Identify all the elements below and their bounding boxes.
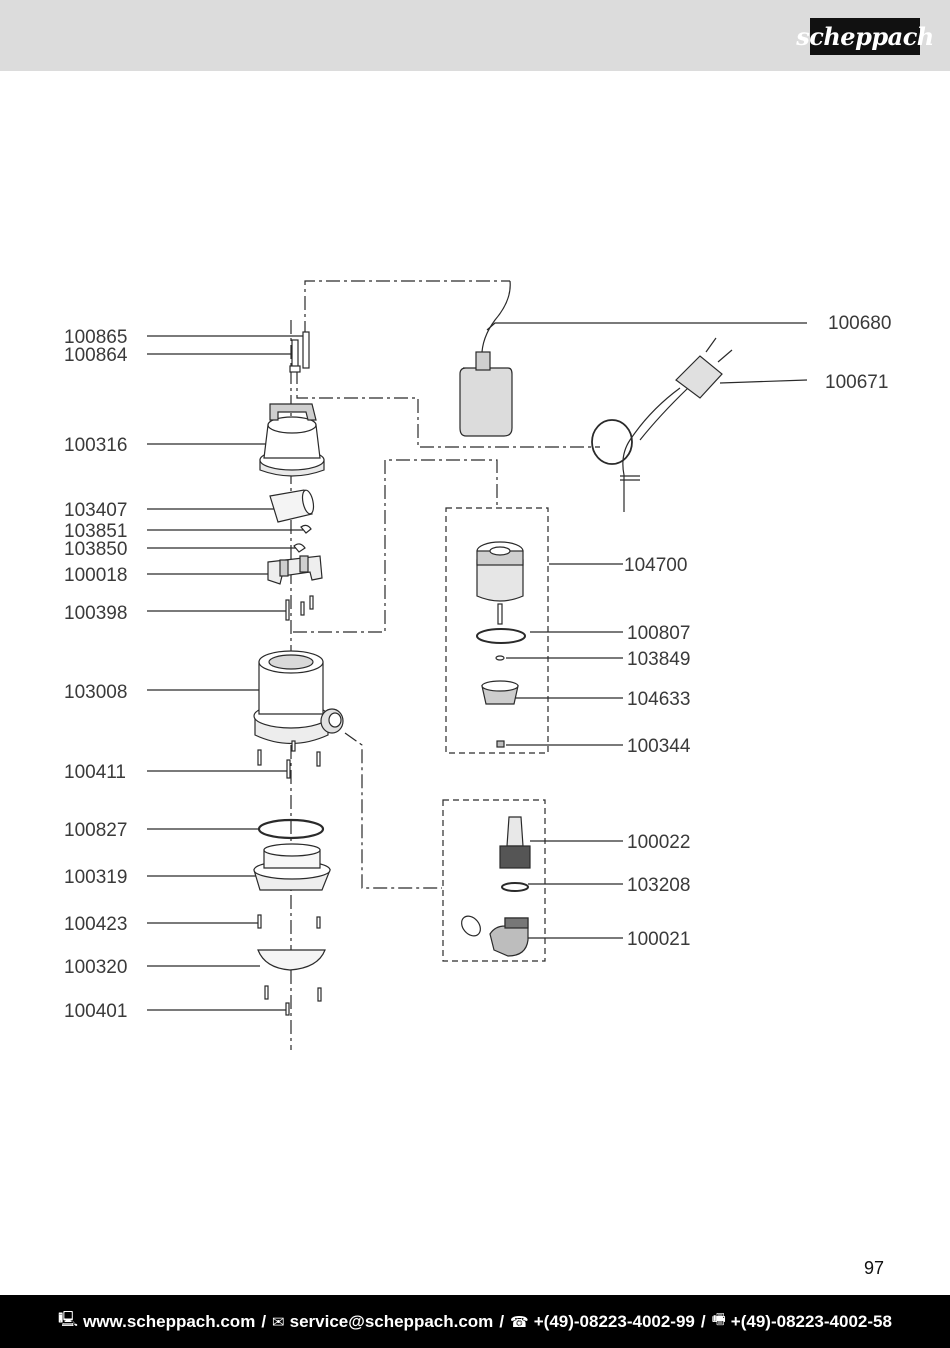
screw-set [257,740,321,779]
part-number-label: 103850 [64,539,127,560]
screw-part [257,914,262,929]
part-number-label: 103849 [627,649,690,670]
hose-connector-part [499,816,531,869]
computer-icon: 🖳 [58,1310,79,1328]
part-number-label: 100320 [64,957,127,978]
outlet-path-line [344,732,442,889]
part-number-label: 100401 [64,1001,127,1022]
washer-part [495,655,505,661]
fittings-group-box [442,799,546,962]
footer-separator: / [700,1311,706,1331]
email-link[interactable]: service@scheppach.com [289,1311,494,1331]
footer-separator: / [261,1311,267,1331]
nut-part [496,740,505,748]
part-number-label: 100022 [627,832,690,853]
part-number-label: 100316 [64,435,127,456]
part-number-label: 100807 [627,623,690,644]
mail-icon: ✉ [272,1312,285,1331]
header-band [0,0,950,71]
part-number-label: 103407 [64,500,127,521]
scheppach-logo: scheppach [796,18,934,55]
screw-part [316,916,321,929]
logo-text: scheppach [796,22,934,51]
part-number-label: 100344 [627,736,691,757]
footer-contact-bar: 🖳 www.scheppach.com / ✉ service@scheppac… [0,1295,950,1348]
o-ring-part [476,628,526,644]
gasket-part [501,882,529,892]
part-number-label: 100411 [64,762,126,783]
o-ring-part [257,818,325,840]
phone-icon: ☎ [510,1312,529,1331]
part-number-label: 100398 [64,603,127,624]
sleeve-part [269,489,315,523]
screw-part [285,1002,290,1016]
float-switch-part [459,280,513,437]
fax-number: +(49)-08223-4002-58 [730,1311,892,1331]
cable-path-line [304,280,510,335]
handle-cover-part [259,403,325,477]
motor-path-line [293,459,498,633]
part-number-label: 100827 [64,820,127,841]
clip-part [300,524,312,534]
screw-part [264,985,269,1000]
pump-housing-part [253,650,344,744]
fax-icon: 🖷 [711,1310,726,1328]
part-number-label: 100018 [64,565,127,586]
base-plate-part [257,949,326,971]
part-number-label: 100021 [627,929,690,950]
part-number-label: 100865 [64,327,127,348]
cable-path-line [296,370,600,448]
website-link[interactable]: www.scheppach.com [83,1311,256,1331]
part-number-label: 104633 [627,689,690,710]
part-number-label: 103851 [64,521,127,542]
bracket-part [267,555,323,585]
clip-part [293,543,306,553]
part-number-label: 103208 [627,875,690,896]
part-number-label: 100319 [64,867,127,888]
pump-base-part [253,843,331,891]
impeller-part [481,680,519,705]
part-number-label: 100671 [825,372,888,393]
part-number-label: 100680 [828,313,891,334]
part-number-label: 104700 [624,555,687,576]
page-number: 97 [864,1258,885,1278]
motor-part [476,541,524,625]
footer-separator: / [499,1311,505,1331]
part-number-label: 103008 [64,682,127,703]
plug-cable-part [591,337,733,512]
elbow-fitting-part [461,915,529,957]
part-number-label: 100423 [64,914,127,935]
phone-number: +(49)-08223-4002-99 [533,1311,695,1331]
screw-part [317,987,322,1002]
cable-gland-pins [289,331,310,373]
part-number-label: 100864 [64,345,128,366]
screw-set [285,595,314,621]
motor-group-box [445,507,549,754]
